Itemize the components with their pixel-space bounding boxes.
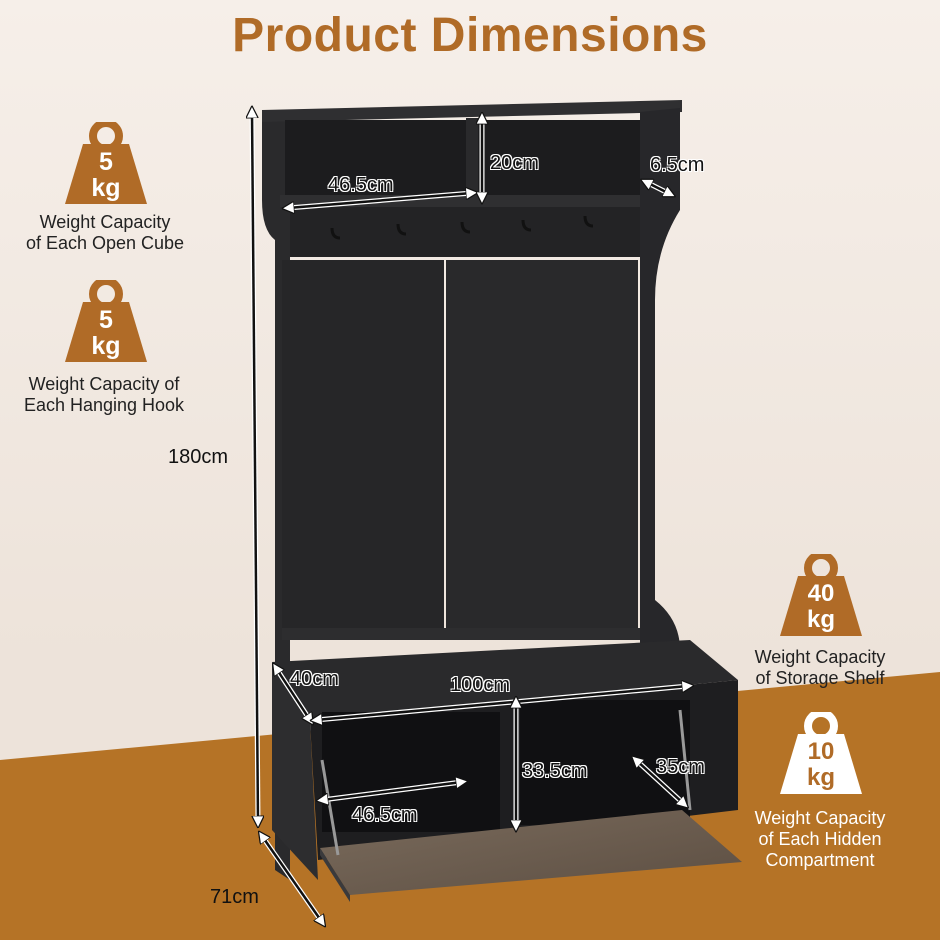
- right-upright: [640, 108, 680, 660]
- dim-bench-width: 100cm: [450, 674, 511, 696]
- weight-value: 10: [807, 738, 835, 765]
- hooks: [330, 215, 594, 240]
- dim-compartment-height: 33.5cm: [522, 760, 588, 782]
- dim-compartment-depth: 35cm: [656, 756, 705, 778]
- weight-icon: 40 kg: [778, 551, 864, 638]
- flip-door: [320, 810, 742, 895]
- compartment-left: [322, 712, 500, 832]
- back-panel-right: [446, 260, 638, 640]
- weight-caption: Weight Capacity of Storage Shelf: [754, 647, 886, 688]
- weight-caption: Weight Capacity of Each Hidden Compartme…: [754, 808, 886, 870]
- dim-cube-height: 20cm: [490, 152, 539, 174]
- cube-divider: [466, 118, 478, 202]
- dim-bench-depth: 40cm: [290, 668, 339, 690]
- weight-caption: Weight Capacity of Each Hanging Hook: [23, 374, 185, 415]
- weight-value: 5: [99, 306, 113, 334]
- dim-height-total: 180cm: [168, 446, 229, 468]
- page-title: Product Dimensions: [232, 9, 708, 62]
- weight-caption: Weight Capacity of Each Open Cube: [25, 212, 185, 253]
- weight-value: 5: [99, 148, 113, 176]
- top-board: [262, 100, 682, 122]
- weight-unit: kg: [806, 606, 835, 633]
- weight-icon: 5 kg: [63, 277, 149, 364]
- dim-top-depth: 6.5cm: [650, 154, 705, 176]
- weight-value: 40: [807, 580, 835, 607]
- weight-unit: kg: [91, 174, 121, 202]
- weight-unit: kg: [91, 332, 121, 360]
- back-panel-left: [282, 260, 444, 640]
- back-rail: [282, 628, 640, 640]
- dim-compartment-width: 46.5cm: [352, 804, 418, 826]
- weight-icon: 10 kg: [778, 709, 864, 796]
- weight-unit: kg: [806, 764, 835, 791]
- weight-icon: 5 kg: [63, 119, 149, 206]
- dim-cube-width: 46.5cm: [328, 174, 394, 196]
- dim-door-open: 71cm: [210, 886, 259, 908]
